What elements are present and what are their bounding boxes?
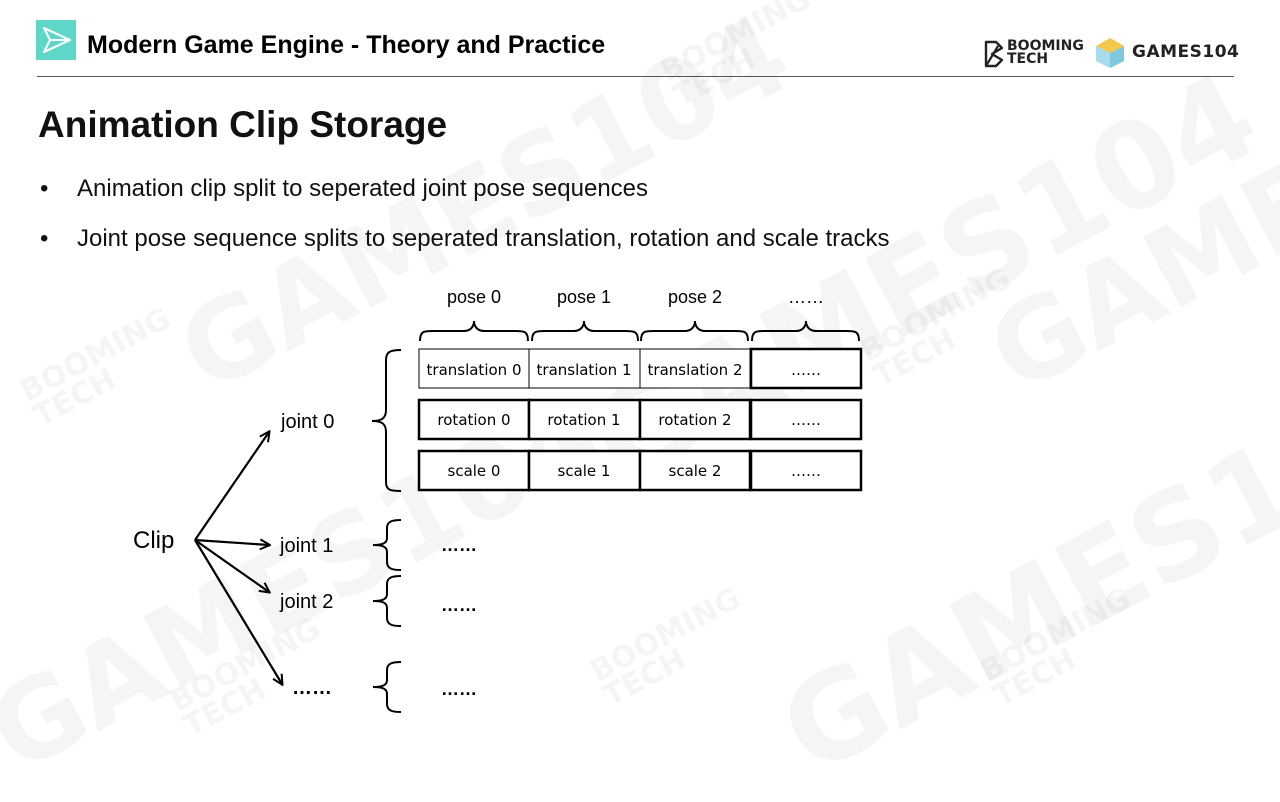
pose-brace [419,320,529,342]
pose-brace [751,320,860,342]
bullet-dot: • [40,175,49,202]
joint-brace [372,661,402,713]
header-divider [37,76,1234,77]
track-row-translation: translation 0 translation 1 translation … [418,347,863,390]
track-cell [417,449,531,492]
track-cell [749,398,863,441]
track-cell-label: …… [791,361,821,379]
clip-label: Clip [133,527,174,554]
track-cell-label: …… [791,462,821,480]
track-cell-label: scale 1 [558,462,611,480]
slide-title: Animation Clip Storage [38,104,448,145]
arrow-to-joint-1 [194,540,269,545]
joint-label: joint 2 [279,591,333,613]
bullet-text: Animation clip split to seperated joint … [77,175,649,202]
track-cell [638,398,752,441]
track-cell-label: rotation 2 [658,411,731,429]
track-cell-label: translation 0 [427,361,522,379]
track-cell-label: scale 0 [448,462,501,480]
header-logo-icon [36,20,76,60]
bullet-text: Joint pose sequence splits to seperated … [77,225,890,252]
track-cell-label: scale 2 [669,462,722,480]
pose-label: pose 0 [447,287,501,307]
track-cell-label: translation 2 [648,361,743,379]
joint-placeholder: …… [441,679,477,699]
pose-brace [531,320,639,342]
track-cell [749,347,863,390]
track-row-rotation: rotation 0 rotation 1 rotation 2 …… [417,398,863,441]
joint-brace [372,575,402,627]
track-cell [417,398,531,441]
joint-brace [372,519,402,571]
joint-placeholder: …… [441,535,477,555]
track-cell [639,348,751,389]
track-cell-label: rotation 0 [437,411,510,429]
header-title: Modern Game Engine - Theory and Practice [87,31,606,59]
joint-label: joint 1 [279,535,333,557]
track-cell-label: …… [791,411,821,429]
booming-tech-logo-icon [984,40,1004,68]
pose-label: pose 1 [557,287,611,307]
brand-games104: GAMES104 [1132,42,1240,62]
arrow-to-joint-2 [194,539,269,592]
brand-booming-tech: BOOMING TECH [1007,38,1084,67]
track-cell [527,449,642,492]
track-row-scale: scale 0 scale 1 scale 2 …… [417,449,863,492]
track-cell [418,348,530,389]
pose-label: pose 2 [668,287,722,307]
track-cell-label: translation 1 [537,361,632,379]
joint-label: …… [292,677,332,699]
pose-label: …… [788,287,824,307]
clip-storage-diagram: pose 0 pose 1 pose 2 …… translation 0 tr… [133,287,863,713]
pose-brace [640,320,749,342]
track-cell-label: rotation 1 [547,411,620,429]
joint-brace [371,349,402,492]
games104-cube-icon [1096,38,1124,68]
joint-placeholder: …… [441,595,477,615]
arrow-to-joint-more [194,539,282,684]
joint-label: joint 0 [280,411,334,433]
arrow-to-joint-0 [194,432,269,541]
bullet-dot: • [40,225,49,252]
track-cell [749,449,863,492]
